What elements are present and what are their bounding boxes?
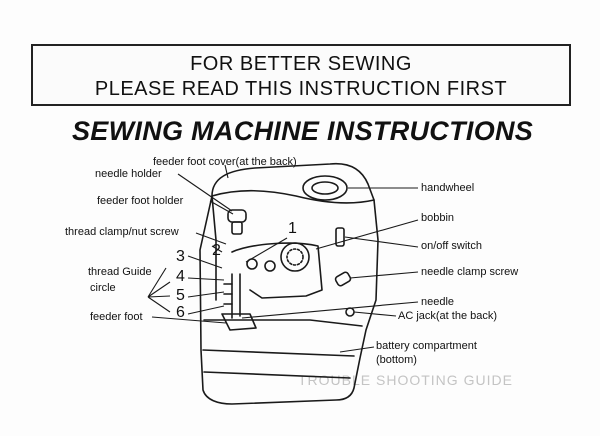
leader-needle-holder <box>177 173 233 212</box>
label-needle-holder: needle holder <box>95 168 162 180</box>
presser-foot <box>221 313 257 331</box>
label-feeder-foot-holder: feeder foot holder <box>97 195 184 207</box>
label-handwheel: handwheel <box>421 182 475 194</box>
handwheel-shape <box>302 175 348 201</box>
banner-line-1: FOR BETTER SEWING <box>190 53 412 75</box>
label-ac-jack: AC jack(at the back) <box>398 310 498 322</box>
leader-needle-clamp-screw <box>349 271 419 279</box>
label-feeder-foot: feeder foot <box>90 311 143 323</box>
on-off-switch-shape <box>335 227 345 247</box>
part-number-2: 2 <box>212 242 221 259</box>
needle-clamp-screw-shape <box>334 271 352 287</box>
part-number-1: 1 <box>288 220 297 237</box>
leader-thread-guide <box>147 267 171 313</box>
leader-needle <box>241 301 419 319</box>
label-needle-clamp-screw: needle clamp screw <box>421 266 519 278</box>
page-title: SEWING MACHINE INSTRUCTIONS <box>72 116 534 146</box>
banner-line-2: PLEASE READ THIS INSTRUCTION FIRST <box>94 78 508 100</box>
label-thread-guide-line-1: thread Guide <box>88 266 152 278</box>
label-on-off-switch: on/off switch <box>421 240 482 252</box>
leader-thread-clamp <box>195 232 227 245</box>
leader-battery <box>339 346 375 353</box>
leader-feeder-foot-holder <box>209 200 234 215</box>
part-number-4: 4 <box>176 268 185 285</box>
part-number-3: 3 <box>176 248 185 265</box>
label-thread-guide-line-2: circle <box>90 282 116 294</box>
label-battery-line-2: (bottom) <box>376 354 417 366</box>
base-front <box>202 349 355 357</box>
label-battery-line-1: battery compartment <box>376 340 477 352</box>
base-lower <box>203 371 351 379</box>
ac-jack-shape <box>345 307 355 317</box>
bobbin-dial <box>280 242 310 272</box>
leader-bobbin <box>315 219 419 250</box>
needle-holder-shape <box>227 209 247 223</box>
leader-on-off-switch <box>344 236 419 248</box>
label-feeder-foot-cover: feeder foot cover(at the back) <box>153 156 297 168</box>
label-bobbin: bobbin <box>421 212 455 224</box>
leader-ac-jack <box>353 311 397 317</box>
leader-feeder-foot-cover <box>224 164 229 179</box>
leader-feeder-foot <box>151 316 227 324</box>
part-number-6: 6 <box>176 304 185 321</box>
part-number-5: 5 <box>176 287 185 304</box>
bleed-through-text: TROUBLE SHOOTING GUIDE <box>298 372 513 388</box>
base-plate <box>203 319 363 327</box>
label-needle: needle <box>421 296 455 308</box>
instruction-banner: FOR BETTER SEWING PLEASE READ THIS INSTR… <box>31 44 571 106</box>
machine-body-outline <box>199 162 379 405</box>
top-seam <box>211 189 375 204</box>
label-thread-clamp: thread clamp/nut screw <box>65 226 179 238</box>
